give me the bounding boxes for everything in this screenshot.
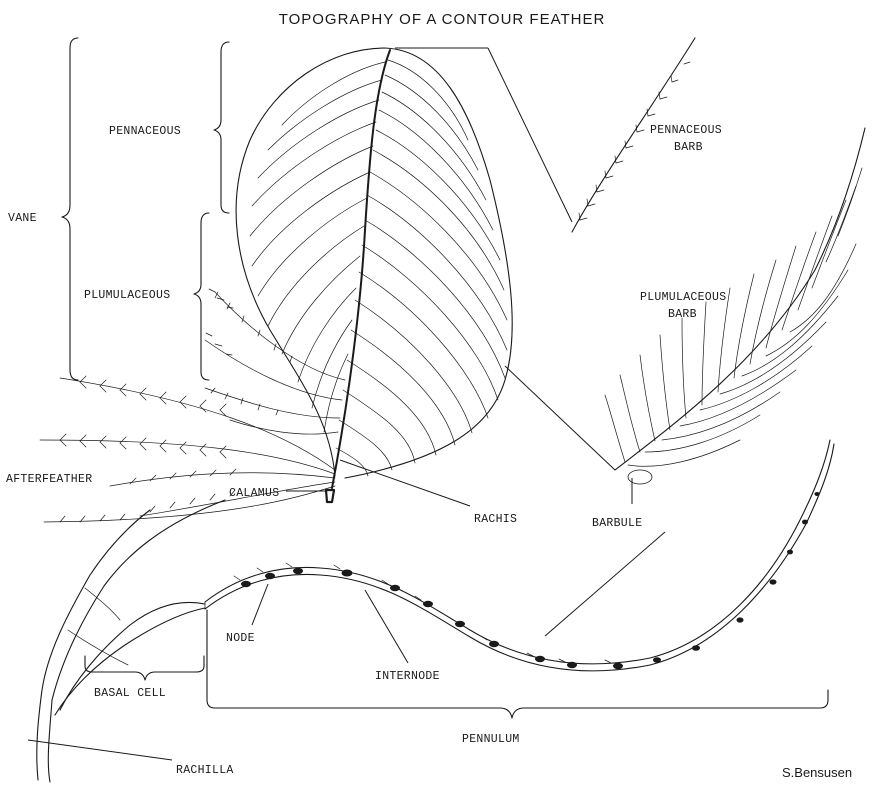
leader-rachilla xyxy=(28,740,172,760)
label-plumulaceous-barb-line2: BARB xyxy=(668,308,697,321)
label-afterfeather: AFTERFEATHER xyxy=(6,473,92,486)
leader-barbule-to-filament xyxy=(545,532,665,636)
label-basal-cell: BASAL CELL xyxy=(94,687,166,700)
basal-cell-bracket xyxy=(85,656,204,680)
leader-plumulaceous-barb xyxy=(505,366,615,470)
leader-internode xyxy=(365,590,408,663)
leader-pennaceous-barb xyxy=(488,48,572,222)
feather-calamus xyxy=(326,490,334,502)
plumulaceous-barb xyxy=(605,128,865,484)
label-rachilla: RACHILLA xyxy=(176,764,234,777)
filament-nodes xyxy=(241,492,820,669)
label-pennaceous-barb-line2: BARB xyxy=(674,141,703,154)
label-pennaceous: PENNACEOUS xyxy=(109,125,181,138)
plumulaceous-bracket xyxy=(194,213,209,380)
main-feather xyxy=(40,48,512,522)
label-internode: INTERNODE xyxy=(375,670,440,683)
label-barbule: BARBULE xyxy=(592,517,642,530)
leader-node xyxy=(252,584,268,625)
feather-vane-outline xyxy=(236,48,512,478)
pennulum-bracket xyxy=(207,610,828,718)
label-plumulaceous: PLUMULACEOUS xyxy=(84,289,170,302)
leader-rachis xyxy=(340,460,470,506)
label-vane: VANE xyxy=(8,212,37,225)
vane-bracket xyxy=(62,38,78,380)
afterfeather xyxy=(40,376,335,522)
artist-signature: S.Bensusen xyxy=(782,765,852,780)
label-rachis: RACHIS xyxy=(474,513,517,526)
rachilla-and-basal-cell xyxy=(37,500,225,782)
diagram-title: TOPOGRAPHY OF A CONTOUR FEATHER xyxy=(279,11,606,28)
label-node: NODE xyxy=(226,632,255,645)
label-pennaceous-barb-line1: PENNACEOUS xyxy=(650,124,722,137)
label-calamus: CALAMUS xyxy=(229,487,279,500)
label-pennulum: PENNULUM xyxy=(462,733,520,746)
pennaceous-bracket xyxy=(214,42,229,213)
label-plumulaceous-barb-line1: PLUMULACEOUS xyxy=(640,291,726,304)
feather-plumulaceous-barbs xyxy=(205,289,345,434)
